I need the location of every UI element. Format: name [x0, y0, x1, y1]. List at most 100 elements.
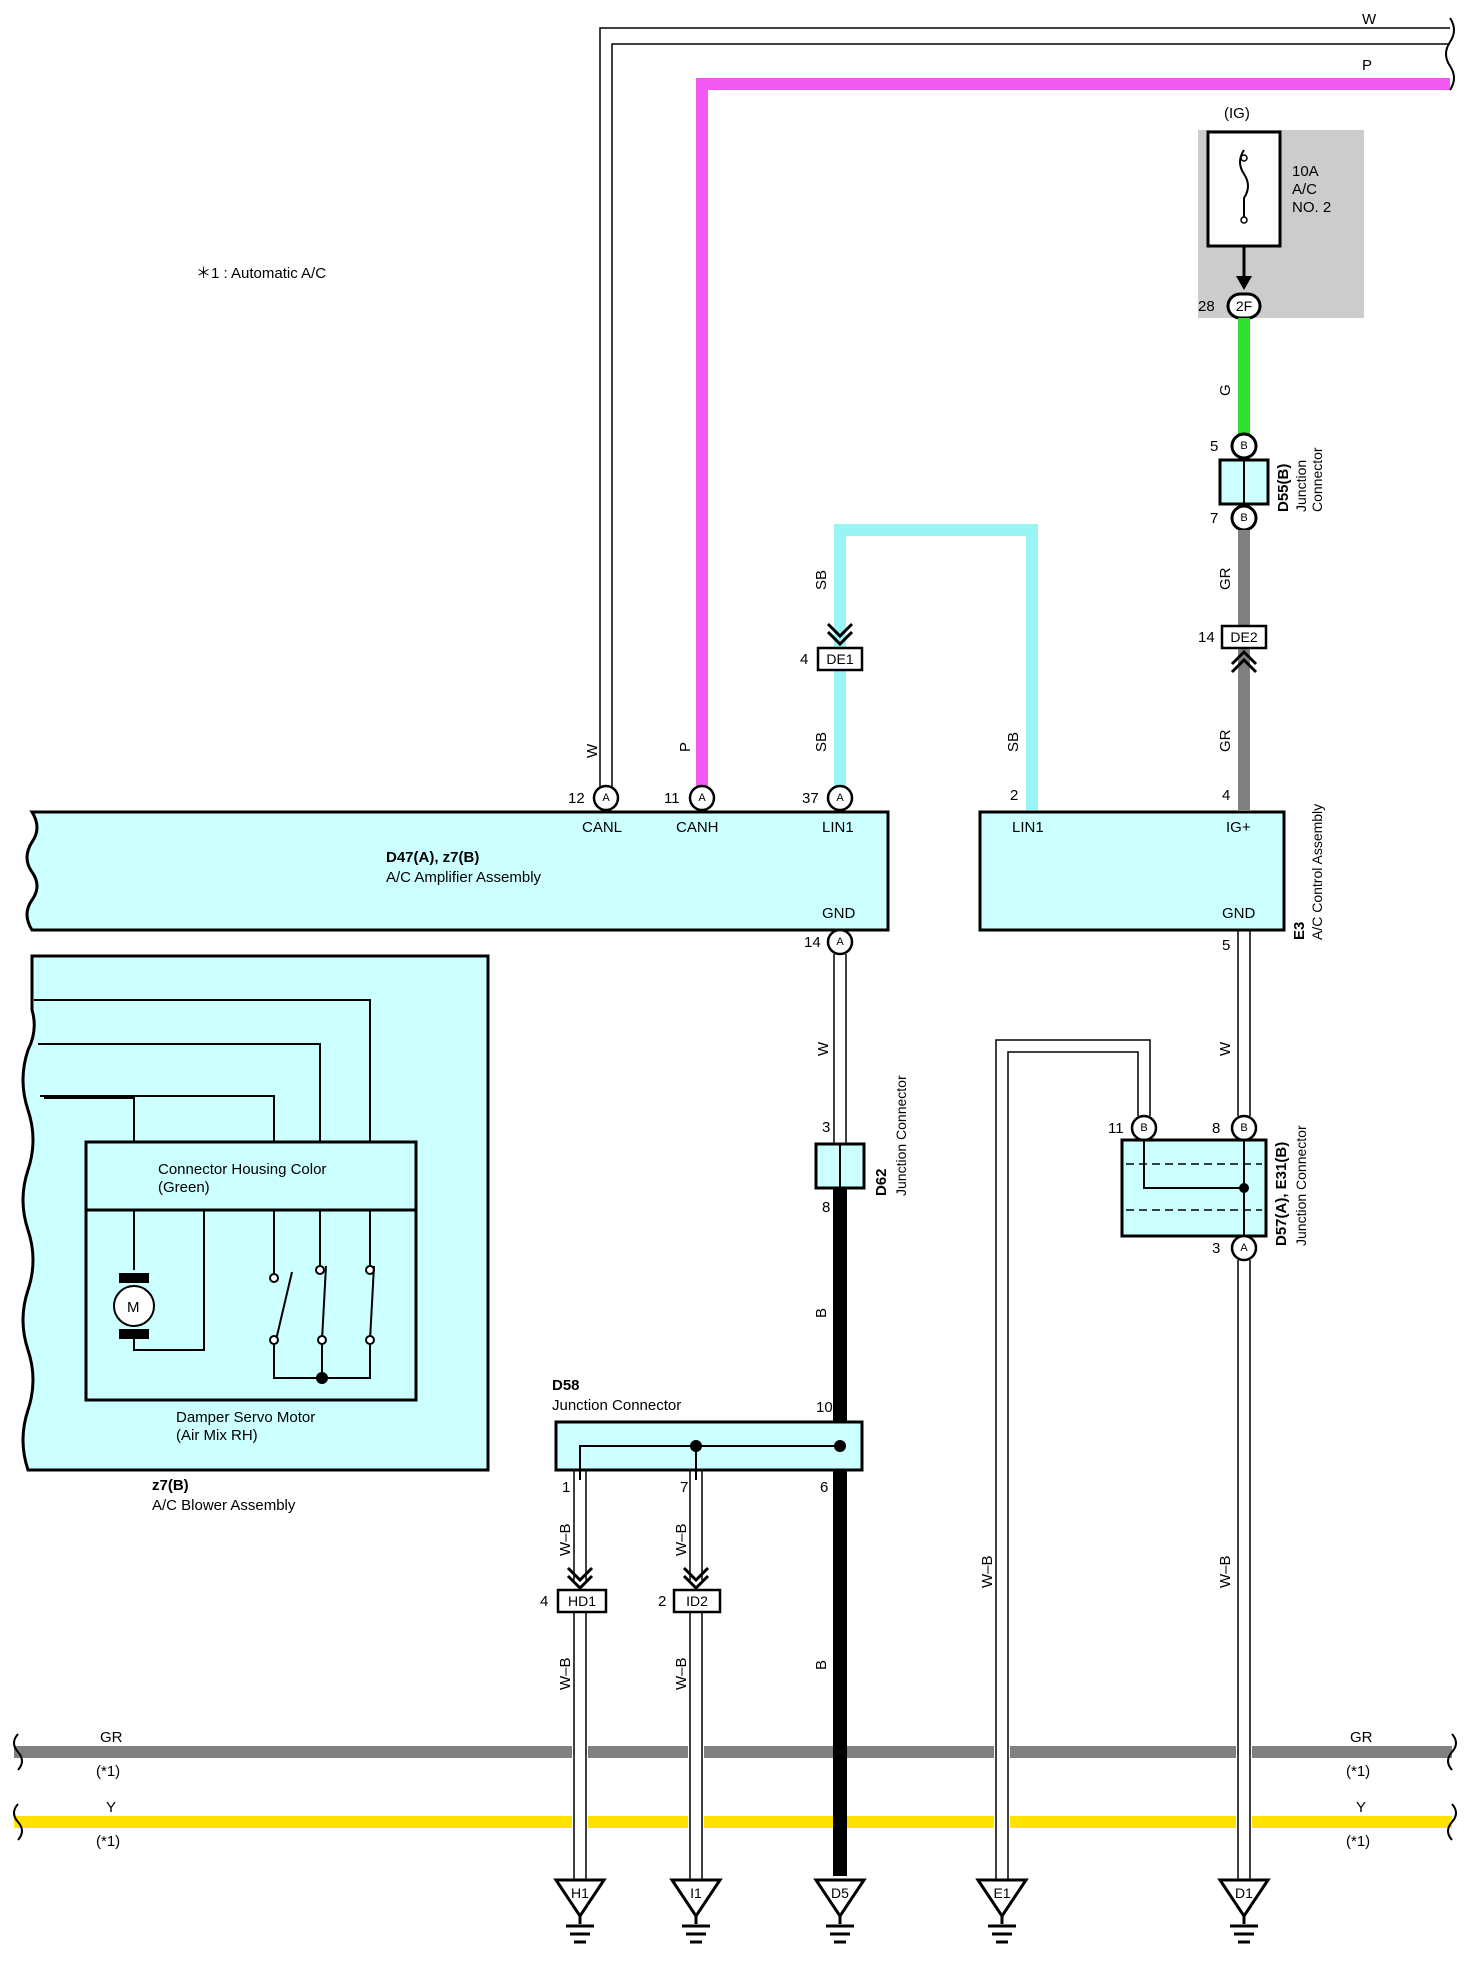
- d58-desc: Junction Connector: [552, 1397, 681, 1414]
- break-top-right: [1445, 17, 1455, 91]
- bus-y-label-left: Y: [106, 1799, 116, 1816]
- amplifier-desc: A/C Amplifier Assembly: [386, 869, 542, 886]
- d55-desc2: Connector: [1309, 447, 1325, 512]
- d58-bus: [579, 1440, 846, 1480]
- amp-pin-circles: [592, 784, 854, 956]
- ctrl-pin3-no: 5: [1222, 937, 1230, 954]
- de1-no: 4: [800, 651, 808, 668]
- ground-i1: [669, 1878, 723, 1944]
- ctrl-pin3-label: GND: [1222, 905, 1256, 922]
- wire-label-w-3: W: [1217, 1041, 1234, 1056]
- wire-label-wb-3: W–B: [557, 1657, 574, 1690]
- bus-gr-star-right: (*1): [1346, 1763, 1370, 1780]
- fuse-box: 2F: [1198, 130, 1364, 320]
- note-automatic-ac: ＊1 : Automatic A/C: [196, 265, 326, 282]
- crossings: [572, 1740, 1252, 1836]
- amp-pin2-no: 11: [664, 790, 680, 807]
- d58-name: D58: [552, 1377, 580, 1394]
- ground-h1: [553, 1878, 607, 1944]
- fuse-pin-no: 28: [1198, 298, 1215, 315]
- d62-desc: Junction Connector: [893, 1075, 909, 1196]
- wire-label-w-top: W: [1362, 11, 1377, 28]
- wire-label-b-1: B: [813, 1308, 830, 1318]
- servo-name-line2: (Air Mix RH): [176, 1427, 258, 1444]
- fuse-name-line2: NO. 2: [1292, 199, 1331, 216]
- wire-w-ctrl-gnd: [1237, 930, 1251, 1116]
- motor-letter: M: [127, 1299, 140, 1316]
- wire-label-g: G: [1217, 384, 1234, 396]
- control-desc: A/C Control Assembly: [1309, 804, 1325, 940]
- ground-d1-label: D1: [1235, 1885, 1253, 1901]
- ground-d5: [813, 1878, 867, 1944]
- bus-gr-label-left: GR: [100, 1729, 123, 1746]
- d58-pin-1: 1: [562, 1479, 570, 1496]
- bus-y-star-right: (*1): [1346, 1833, 1370, 1850]
- ground-e1-label: E1: [993, 1885, 1010, 1901]
- amp-pin4-label: GND: [822, 905, 856, 922]
- ctrl-pin1-label: LIN1: [1012, 819, 1044, 836]
- servo-name-line1: Damper Servo Motor: [176, 1409, 315, 1426]
- d57-pin3-id: A: [1240, 1242, 1248, 1254]
- ground-d5-label: D5: [831, 1885, 849, 1901]
- wire-label-sb-1: SB: [813, 570, 830, 590]
- wire-label-sb-2: SB: [813, 732, 830, 752]
- d62-pin-top: 3: [822, 1119, 830, 1136]
- wire-label-p-top: P: [1362, 57, 1372, 74]
- ground-h1-label: H1: [571, 1885, 589, 1901]
- ground-e1: [975, 1878, 1029, 1944]
- d55-pin-bottom: 7: [1210, 510, 1218, 527]
- amp-pin2-label: CANH: [676, 819, 719, 836]
- control-name: E3: [1291, 922, 1308, 940]
- de1-id: DE1: [826, 651, 853, 667]
- amplifier-name: D47(A), z7(B): [386, 849, 479, 866]
- wire-p: [696, 78, 1450, 800]
- connector-id2: [672, 1588, 722, 1614]
- fuse-rating: 10A: [1292, 163, 1319, 180]
- d62-name: D62: [873, 1168, 890, 1196]
- amp-pin1-no: 12: [568, 790, 585, 807]
- id2-id: ID2: [686, 1593, 708, 1609]
- blower-desc: A/C Blower Assembly: [152, 1497, 296, 1514]
- de2-id: DE2: [1230, 629, 1257, 645]
- amplifier-box: [25, 810, 890, 932]
- hd1-no: 4: [540, 1593, 548, 1610]
- d58-pin-7: 7: [680, 1479, 688, 1496]
- blower-name: z7(B): [152, 1477, 189, 1494]
- wire-sb: [834, 524, 1038, 810]
- wire-label-p: P: [677, 742, 694, 752]
- amp-pin3-id: A: [836, 792, 844, 804]
- fuse-circuit: (IG): [1224, 105, 1250, 122]
- blower-internal-lines: [34, 999, 371, 1142]
- ground-d1: [1217, 1878, 1271, 1944]
- wire-label-gr-1: GR: [1217, 567, 1234, 590]
- junction-d57: [1120, 1114, 1268, 1262]
- amp-pin1-label: CANL: [582, 819, 622, 836]
- bus-gr-star-left: (*1): [96, 1763, 120, 1780]
- wire-label-wb-1: W–B: [557, 1523, 574, 1556]
- d57-pin8-id: B: [1240, 1122, 1247, 1134]
- bus-y-label-right: Y: [1356, 1799, 1366, 1816]
- wire-label-w-2: W: [815, 1041, 832, 1056]
- wire-label-gr-2: GR: [1217, 729, 1234, 752]
- wire-label-wb-5: W–B: [979, 1555, 996, 1588]
- housing-color-line2: (Green): [158, 1179, 210, 1196]
- bus-y-star-left: (*1): [96, 1833, 120, 1850]
- hd1-id: HD1: [568, 1593, 596, 1609]
- d55-desc1: Junction: [1293, 460, 1309, 512]
- amp-pin1-id: A: [602, 792, 610, 804]
- ctrl-pin2-no: 4: [1222, 787, 1230, 804]
- d55-pin-top: 5: [1210, 438, 1218, 455]
- amp-pin3-no: 37: [802, 790, 819, 807]
- d55-name: D55(B): [1275, 464, 1292, 512]
- d62-pin-bottom: 8: [822, 1199, 830, 1216]
- d57-pin-8: 8: [1212, 1120, 1220, 1137]
- junction-d55: [1218, 432, 1270, 532]
- wire-label-sb-3: SB: [1005, 732, 1022, 752]
- amp-pin3-label: LIN1: [822, 819, 854, 836]
- wire-label-wb-2: W–B: [673, 1523, 690, 1556]
- d55-pin-top-id: B: [1240, 440, 1247, 452]
- bus-breaks: [13, 1733, 1457, 1841]
- ctrl-pin1-no: 2: [1010, 787, 1018, 804]
